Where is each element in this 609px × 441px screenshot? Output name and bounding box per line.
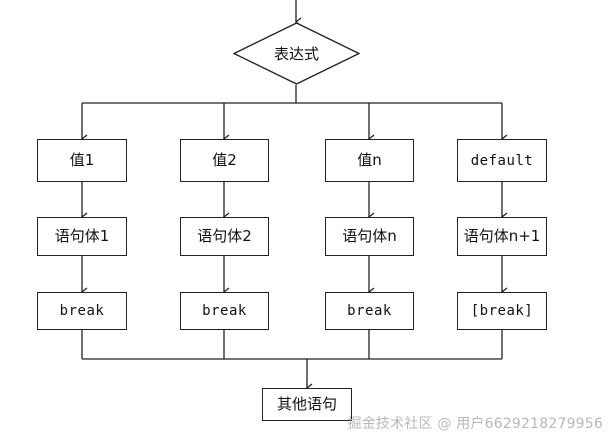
case-value-default[interactable]: default [457, 139, 547, 182]
decision-label: 表达式 [273, 45, 319, 63]
case-value-n-label: 值n [357, 151, 382, 169]
break-statement-1[interactable]: break [37, 292, 127, 330]
case-body-1-label: 语句体1 [54, 227, 110, 245]
break-statement-optional[interactable]: [break] [457, 292, 547, 330]
break-statement-2-label: break [202, 303, 247, 319]
break-statement-n-label: break [347, 303, 392, 319]
end-node-other-statements[interactable]: 其他语句 [262, 388, 352, 421]
case-value-2[interactable]: 值2 [180, 139, 269, 182]
end-node-label: 其他语句 [276, 395, 337, 413]
case-value-1-label: 值1 [69, 151, 95, 169]
watermark-text: 掘金技术社区 @ 用户6629218279956 [347, 416, 603, 432]
case-body-2[interactable]: 语句体2 [180, 217, 269, 256]
case-value-2-label: 值2 [212, 151, 237, 169]
break-statement-2[interactable]: break [180, 292, 269, 330]
case-body-1[interactable]: 语句体1 [37, 217, 127, 256]
case-body-n-plus-1[interactable]: 语句体n+1 [457, 217, 547, 256]
case-body-n-label: 语句体n [342, 227, 397, 245]
break-statement-optional-label: [break] [470, 303, 534, 319]
break-statement-n[interactable]: break [325, 292, 414, 330]
case-value-n[interactable]: 值n [325, 139, 414, 182]
case-value-1[interactable]: 值1 [37, 139, 127, 182]
decision-expression[interactable]: 表达式 [233, 22, 360, 85]
case-body-2-label: 语句体2 [197, 227, 252, 245]
break-statement-1-label: break [59, 303, 105, 319]
case-body-n[interactable]: 语句体n [325, 217, 414, 256]
case-value-default-label: default [470, 152, 534, 169]
case-body-n-plus-1-label: 语句体n+1 [463, 227, 541, 245]
